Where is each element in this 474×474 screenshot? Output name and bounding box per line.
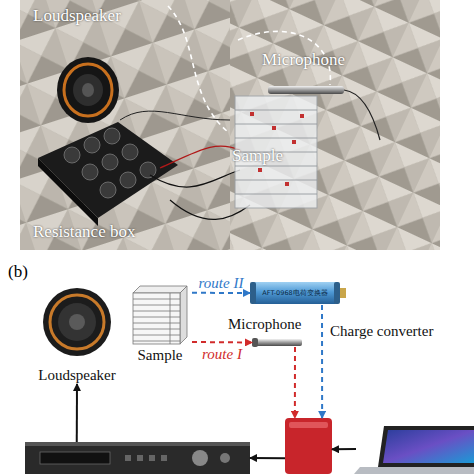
node-label: AFT-0968电荷变换器 (250, 289, 340, 297)
microphone-icon (252, 338, 302, 347)
route-label: route II (199, 275, 244, 292)
node-label: Microphone (228, 316, 301, 333)
photo-label: Microphone (262, 50, 345, 70)
sample-icon (133, 286, 187, 344)
sample-node: Sample (128, 284, 192, 364)
signal-route (192, 341, 252, 344)
loudspeaker-icon (43, 288, 111, 356)
charge-converter-icon (250, 282, 346, 304)
laptop-icon (354, 426, 474, 474)
panel-label: (b) (8, 262, 28, 282)
photo-label: Loudspeaker (33, 6, 121, 26)
daq-node (285, 418, 332, 474)
daq-icon (285, 418, 332, 474)
amplifier-node (25, 442, 250, 474)
node-label: Sample (128, 347, 192, 364)
photo (20, 0, 440, 250)
signal-route (294, 347, 296, 418)
signal-arrow (76, 384, 78, 442)
signal-arrow (250, 457, 285, 459)
loudspeaker-node: Loudspeaker (35, 286, 119, 384)
signal-arrow (332, 448, 356, 450)
charge-converter-node: AFT-0968电荷变换器Charge converter (250, 281, 340, 305)
laptop-node (356, 424, 474, 474)
node-label: Loudspeaker (35, 367, 119, 384)
signal-route (192, 292, 250, 294)
photo-label: Sample (232, 146, 283, 166)
amplifier-icon (25, 442, 250, 474)
signal-route (321, 305, 323, 418)
microphone-node: Microphone (252, 338, 302, 347)
route-label: route I (202, 346, 242, 363)
photo-label: Resistance box (33, 222, 135, 242)
node-sublabel: Charge converter (330, 323, 433, 340)
